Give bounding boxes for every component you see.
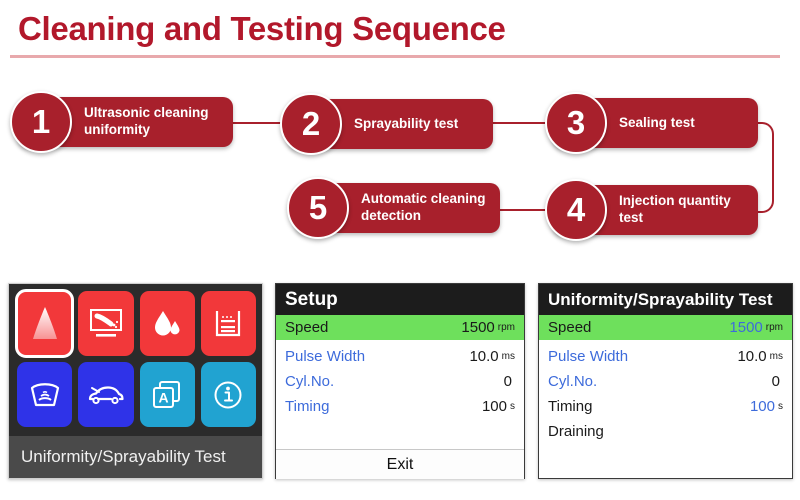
flow-step-3-label: Sealing test bbox=[619, 114, 695, 130]
test-row-timing[interactable]: Timing 100 s bbox=[539, 394, 792, 419]
setup-panel-body: Speed 1500 rpm Pulse Width 10.0 ms Cyl.N… bbox=[276, 315, 524, 479]
connector-2-to-3 bbox=[488, 122, 558, 124]
setup-row-speed-value: 1500 bbox=[461, 319, 495, 336]
setup-row-cyl-no-value: 0 bbox=[503, 373, 512, 390]
setup-row-timing[interactable]: Timing 100 s bbox=[276, 394, 524, 419]
flow-step-5[interactable]: 5 Automatic cleaning detection bbox=[287, 177, 500, 239]
water-droplets-glyph bbox=[155, 310, 180, 335]
test-row-draining[interactable]: Draining bbox=[539, 419, 792, 444]
setup-row-speed-label: Speed bbox=[285, 319, 329, 336]
setup-row-pulse-width-label: Pulse Width bbox=[285, 348, 366, 365]
test-row-cyl-no[interactable]: Cyl.No. 0 bbox=[539, 369, 792, 394]
spray-fan-icon[interactable] bbox=[17, 362, 73, 427]
setup-row-timing-value: 100 bbox=[481, 398, 507, 415]
test-row-cyl-no-label: Cyl.No. bbox=[548, 373, 598, 390]
spray-cone-icon[interactable] bbox=[14, 289, 75, 358]
test-row-pulse-width-value: 10.0 bbox=[737, 348, 767, 365]
flow-step-1[interactable]: 1 Ultrasonic cleaning uniformity bbox=[10, 91, 233, 153]
test-panel-body: Speed 1500 rpm Pulse Width 10.0 ms Cyl.N… bbox=[539, 315, 792, 479]
device-caption: Uniformity/Sprayability Test bbox=[9, 436, 262, 478]
exit-button[interactable]: Exit bbox=[276, 449, 524, 479]
setup-row-pulse-width-value: 10.0 bbox=[469, 348, 499, 365]
process-flow-diagram: 1 Ultrasonic cleaning uniformity 2 Spray… bbox=[0, 70, 800, 260]
flow-step-4-label: Injection quantity test bbox=[619, 193, 731, 225]
setup-row-cyl-no[interactable]: Cyl.No. 0 bbox=[276, 369, 524, 394]
test-panel-header: Uniformity/Sprayability Test bbox=[539, 284, 792, 315]
page-title: Cleaning and Testing Sequence bbox=[18, 10, 506, 47]
svg-text:A: A bbox=[159, 389, 169, 405]
flow-step-4-number: 4 bbox=[545, 179, 607, 241]
auto-mode-a-glyph: A bbox=[153, 380, 181, 408]
test-row-timing-unit: s bbox=[778, 401, 783, 412]
spray-pattern-screen-glyph bbox=[89, 308, 122, 337]
flow-step-2[interactable]: 2 Sprayability test bbox=[280, 93, 493, 155]
device-icon-grid: A bbox=[14, 289, 256, 427]
spray-fan-glyph bbox=[30, 382, 59, 406]
setup-row-pulse-width-unit: ms bbox=[501, 351, 515, 362]
tank-level-glyph bbox=[216, 310, 241, 336]
setup-panel-header: Setup bbox=[276, 284, 524, 315]
spray-cone-glyph bbox=[32, 306, 57, 339]
test-row-timing-value: 100 bbox=[749, 398, 775, 415]
flow-step-1-label: Ultrasonic cleaning uniformity bbox=[84, 105, 209, 137]
setup-row-timing-unit: s bbox=[510, 401, 515, 412]
setup-panel: Setup Speed 1500 rpm Pulse Width 10.0 ms… bbox=[275, 283, 525, 479]
flow-step-5-label: Automatic cleaning detection bbox=[361, 191, 486, 223]
title-area: Cleaning and Testing Sequence bbox=[0, 0, 800, 64]
device-screen-panel: A Uniformity/Sprayability Test bbox=[8, 283, 263, 479]
setup-row-speed-unit: rpm bbox=[497, 322, 515, 333]
test-row-speed-value: 1500 bbox=[729, 319, 763, 336]
title-divider bbox=[10, 55, 780, 58]
flow-step-2-number: 2 bbox=[280, 93, 342, 155]
flow-step-1-number: 1 bbox=[10, 91, 72, 153]
water-droplets-icon[interactable] bbox=[139, 291, 195, 356]
test-row-pulse-width-label: Pulse Width bbox=[548, 348, 629, 365]
test-row-timing-label: Timing bbox=[548, 398, 593, 415]
tank-level-icon[interactable] bbox=[200, 291, 256, 356]
info-glyph bbox=[214, 381, 242, 408]
test-row-pulse-width-unit: ms bbox=[769, 351, 783, 362]
setup-row-speed[interactable]: Speed 1500 rpm bbox=[276, 315, 524, 340]
info-icon[interactable] bbox=[200, 362, 256, 427]
car-glyph bbox=[88, 385, 124, 404]
connector-3-to-4 bbox=[752, 122, 774, 213]
spray-pattern-screen-icon[interactable] bbox=[78, 291, 134, 356]
flow-step-2-label: Sprayability test bbox=[354, 115, 459, 131]
test-row-speed[interactable]: Speed 1500 rpm bbox=[539, 315, 792, 340]
setup-row-pulse-width[interactable]: Pulse Width 10.0 ms bbox=[276, 344, 524, 369]
setup-row-timing-label: Timing bbox=[285, 398, 330, 415]
connector-1-to-2 bbox=[228, 122, 298, 124]
flow-step-3-number: 3 bbox=[545, 92, 607, 154]
auto-mode-a-icon[interactable]: A bbox=[139, 362, 195, 427]
connector-4-to-5 bbox=[500, 209, 562, 211]
test-row-pulse-width[interactable]: Pulse Width 10.0 ms bbox=[539, 344, 792, 369]
car-icon[interactable] bbox=[78, 362, 134, 427]
test-row-speed-label: Speed bbox=[548, 319, 592, 336]
flow-step-4[interactable]: 4 Injection quantity test bbox=[545, 179, 758, 241]
test-row-cyl-no-value: 0 bbox=[771, 373, 780, 390]
flow-step-5-number: 5 bbox=[287, 177, 349, 239]
test-row-speed-unit: rpm bbox=[765, 322, 783, 333]
test-row-draining-label: Draining bbox=[548, 423, 604, 440]
setup-row-cyl-no-label: Cyl.No. bbox=[285, 373, 335, 390]
flow-step-3[interactable]: 3 Sealing test bbox=[545, 92, 758, 154]
test-panel: Uniformity/Sprayability Test Speed 1500 … bbox=[538, 283, 793, 479]
